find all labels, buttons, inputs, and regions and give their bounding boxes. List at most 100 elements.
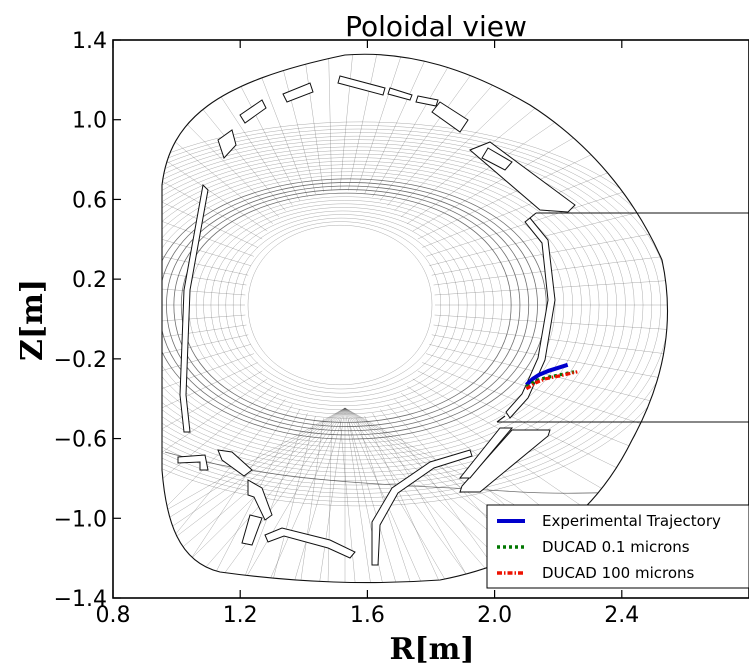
flux-surface bbox=[162, 128, 668, 498]
radial-grid-line bbox=[433, 247, 668, 286]
plot-frame bbox=[112, 39, 749, 599]
y-axis-ticks: 1.41.00.60.2−0.2−0.6−1.0−1.4 bbox=[54, 29, 121, 612]
divertor-grid-line bbox=[204, 407, 346, 583]
radial-grid-line bbox=[433, 324, 668, 363]
radial-grid-line bbox=[434, 276, 668, 296]
radial-grid-line bbox=[162, 334, 249, 391]
radial-grid-line bbox=[387, 54, 551, 206]
upper-port bbox=[529, 212, 749, 219]
radial-grid-line bbox=[162, 276, 246, 296]
x-tick-label: 2.0 bbox=[477, 603, 512, 628]
divertor-grid-line bbox=[260, 407, 346, 583]
divertor-grid-line bbox=[344, 407, 458, 583]
x-tick-label: 0.8 bbox=[96, 603, 131, 628]
series-line-0 bbox=[525, 362, 569, 387]
divertor-grid-line bbox=[344, 407, 486, 583]
radial-grid-line bbox=[162, 139, 258, 248]
lower-port bbox=[496, 415, 749, 423]
radial-grid-line bbox=[162, 247, 247, 286]
divertor-grid-line bbox=[162, 407, 346, 583]
vessel-outer-wall bbox=[161, 53, 669, 584]
y-axis-label: Z[m] bbox=[15, 279, 50, 361]
trajectory-series bbox=[525, 362, 578, 391]
flux-surface bbox=[162, 121, 668, 506]
flux-surface bbox=[247, 224, 433, 386]
radial-grid-line bbox=[162, 370, 263, 495]
radial-grid-line bbox=[379, 54, 521, 201]
radial-grid-line bbox=[162, 344, 251, 419]
flux-surface bbox=[240, 221, 442, 390]
radial-grid-line bbox=[417, 115, 668, 240]
flux-surface bbox=[203, 203, 485, 411]
radial-grid-line bbox=[356, 54, 427, 192]
radial-grid-line bbox=[162, 92, 268, 232]
radial-grid-line bbox=[162, 362, 258, 471]
radial-grid-line bbox=[162, 324, 247, 363]
flux-surface bbox=[218, 210, 468, 402]
y-tick-label: 1.4 bbox=[72, 29, 107, 54]
legend-label-1: DUCAD 0.1 microns bbox=[542, 538, 690, 556]
radial-grid-line bbox=[162, 191, 251, 266]
radial-grid-line bbox=[326, 419, 332, 583]
legend-label-2: DUCAD 100 microns bbox=[542, 564, 695, 582]
radial-grid-line bbox=[162, 314, 246, 334]
flux-surface bbox=[210, 207, 477, 406]
radial-grid-line bbox=[400, 54, 605, 218]
y-tick-label: 1.0 bbox=[72, 109, 107, 134]
radial-grid-line bbox=[162, 219, 249, 276]
radial-grid-line bbox=[162, 54, 280, 218]
y-tick-label: −1.4 bbox=[54, 587, 107, 612]
radial-grid-line bbox=[162, 392, 280, 558]
legend-label-0: Experimental Trajectory bbox=[542, 512, 721, 530]
radial-grid-line bbox=[229, 54, 308, 198]
flux-surface bbox=[162, 125, 668, 502]
radial-grid-line bbox=[199, 409, 301, 583]
radial-grid-line bbox=[356, 418, 427, 583]
y-tick-label: −1.0 bbox=[54, 507, 107, 532]
flux-surface bbox=[232, 217, 450, 394]
radial-grid-line bbox=[339, 419, 361, 583]
radial-grid-line bbox=[261, 416, 316, 583]
first-wall-tiles bbox=[177, 75, 576, 566]
radial-grid-line bbox=[429, 344, 668, 419]
y-tick-label: 0.2 bbox=[72, 268, 107, 293]
radial-grid-line bbox=[169, 54, 293, 206]
x-axis-label: R[m] bbox=[389, 632, 474, 667]
flux-surface bbox=[180, 192, 512, 423]
chart-title: Poloidal view bbox=[345, 10, 527, 43]
flux-surface bbox=[188, 196, 503, 419]
divertor-grid-line bbox=[316, 407, 346, 583]
radial-grid-line bbox=[431, 334, 668, 391]
radial-grid-line bbox=[162, 165, 254, 257]
radial-grid-line bbox=[434, 314, 668, 334]
divertor-grid-line bbox=[232, 407, 346, 583]
flux-surface bbox=[162, 171, 565, 448]
legend-box bbox=[486, 504, 749, 589]
radial-grid-line bbox=[364, 415, 459, 583]
flux-surface bbox=[225, 214, 459, 398]
divertor-grid-line bbox=[162, 407, 346, 583]
y-tick-label: 0.6 bbox=[72, 188, 107, 213]
y-tick-label: −0.2 bbox=[54, 348, 107, 373]
radial-grid-line bbox=[372, 54, 491, 198]
divertor-grid-line bbox=[162, 407, 346, 583]
series-line-2 bbox=[525, 370, 578, 391]
x-tick-label: 2.4 bbox=[604, 603, 639, 628]
divertor-grid-line bbox=[162, 407, 346, 583]
radial-grid-line bbox=[162, 353, 254, 445]
x-tick-label: 1.2 bbox=[223, 603, 258, 628]
radial-grid-line bbox=[429, 191, 668, 266]
radial-grid-line bbox=[431, 219, 668, 276]
divertor-grid-line bbox=[344, 407, 402, 583]
radial-grid-line bbox=[162, 115, 263, 240]
radial-grid-line bbox=[162, 378, 268, 518]
radial-grid-line bbox=[364, 54, 459, 195]
radial-grid-line bbox=[199, 54, 301, 201]
divertor-grid-line bbox=[344, 407, 374, 583]
radial-grid-line bbox=[162, 71, 273, 224]
radial-grid-line bbox=[261, 54, 316, 194]
divertor-grid-line bbox=[288, 407, 346, 583]
